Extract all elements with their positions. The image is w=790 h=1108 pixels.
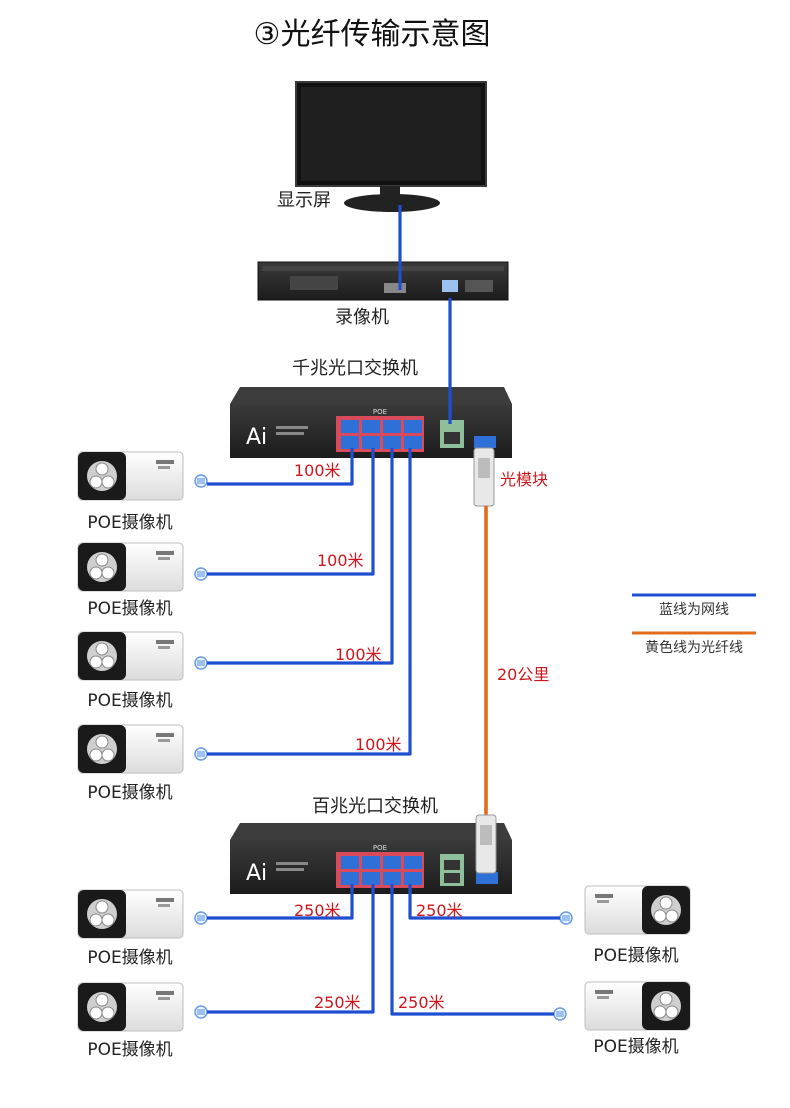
nvr-icon [257, 261, 509, 301]
upper-camera-4-label: POE摄像机 [87, 783, 172, 803]
gigabit-switch-poe-label: POE [373, 408, 387, 416]
upper-camera-3-label: POE摄像机 [87, 691, 172, 711]
gigabit-switch-icon: Ai POE [230, 387, 512, 458]
upper-camera-1-label: POE摄像机 [87, 513, 172, 533]
upper-camera-4: POE摄像机 [77, 724, 208, 803]
legend-fiber-label: 黄色线为光纤线 [645, 639, 743, 656]
upper-distance-4: 100米 [355, 735, 402, 754]
gigabit-switch-label: 千兆光口交换机 [292, 358, 418, 379]
upper-distance-2: 100米 [317, 551, 364, 570]
upper-camera-2-label: POE摄像机 [87, 599, 172, 619]
lower-right-camera-2: POE摄像机 [553, 981, 691, 1057]
diagram-title: ③光纤传输示意图 [254, 17, 491, 52]
lower-distance-1: 250米 [294, 901, 341, 920]
lower-distance-3: 250米 [416, 901, 463, 920]
lower-cable-2 [207, 884, 375, 1014]
monitor-icon [295, 81, 487, 212]
fiber-module-bottom-icon [475, 814, 497, 874]
lower-distance-2: 250米 [314, 993, 361, 1012]
fast-switch-label: 百兆光口交换机 [312, 796, 438, 817]
upper-camera-2: POE摄像机 [77, 542, 208, 619]
upper-cable-1 [207, 448, 354, 486]
upper-camera-3: POE摄像机 [77, 631, 208, 711]
lower-right-camera-1-label: POE摄像机 [593, 946, 678, 966]
upper-cable-2 [207, 448, 375, 576]
lower-left-camera-2: POE摄像机 [77, 982, 208, 1060]
upper-camera-1: POE摄像机 [77, 451, 208, 533]
lower-distance-4: 250米 [398, 993, 445, 1012]
lower-right-camera-1: POE摄像机 [559, 885, 691, 966]
lower-cable-3 [408, 884, 560, 920]
gigabit-switch-logo: Ai [246, 425, 267, 450]
legend: 蓝线为网线 黄色线为光纤线 [632, 593, 756, 656]
lower-cable-4 [390, 884, 554, 1016]
monitor-label: 显示屏 [277, 190, 331, 211]
lower-left-camera-1-label: POE摄像机 [87, 948, 172, 968]
fiber-module-label: 光模块 [500, 470, 548, 489]
upper-cable-4 [207, 448, 412, 756]
fast-switch-logo: Ai [246, 861, 267, 886]
legend-network-label: 蓝线为网线 [659, 602, 729, 618]
upper-distance-3: 100米 [335, 645, 382, 664]
lower-left-camera-1: POE摄像机 [77, 889, 208, 968]
fiber-distance: 20公里 [497, 665, 549, 684]
fast-switch-poe-label: POE [373, 844, 387, 852]
fiber-module-top-icon [473, 447, 495, 507]
upper-distance-1: 100米 [294, 461, 341, 480]
lower-left-camera-2-label: POE摄像机 [87, 1040, 172, 1060]
fast-switch-icon: Ai POE [230, 823, 512, 894]
lower-right-camera-2-label: POE摄像机 [593, 1037, 678, 1057]
upper-cable-3 [207, 448, 394, 665]
nvr-label: 录像机 [335, 307, 389, 328]
lower-cable-1 [207, 884, 354, 920]
